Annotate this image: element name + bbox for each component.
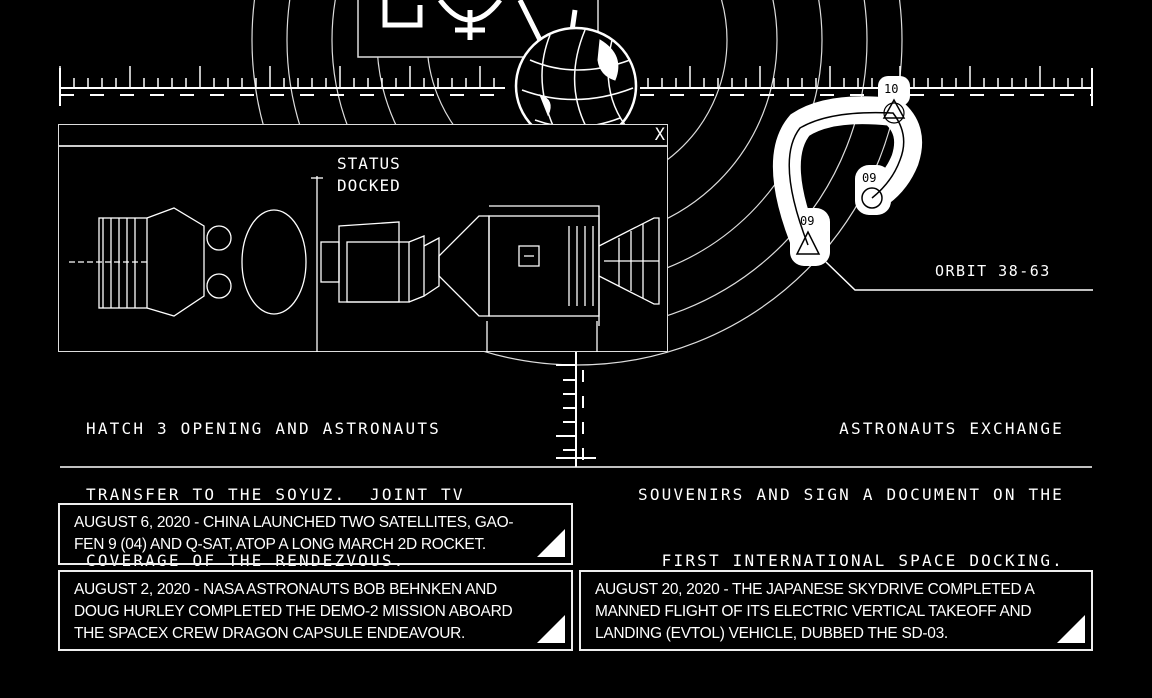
caption-right: ASTRONAUTS EXCHANGE SOUVENIRS AND SIGN A…: [638, 374, 1064, 594]
orbit-marker-label: 09: [800, 214, 815, 228]
news-item[interactable]: AUGUST 20, 2020 - THE JAPANESE SKYDRIVE …: [579, 570, 1093, 651]
timeline-ruler: [59, 66, 1093, 106]
status-label: STATUS: [337, 154, 401, 173]
news-text-line: FEN 9 (04) AND Q-SAT, ATOP A LONG MARCH …: [74, 536, 486, 553]
corner-triangle-icon: [537, 529, 565, 557]
caption-line: HATCH 3 OPENING AND ASTRONAUTS: [86, 419, 441, 438]
news-text-line: MANNED FLIGHT OF ITS ELECTRIC VERTICAL T…: [595, 603, 1032, 620]
news-text-line: LANDING (EVTOL) VEHICLE, DUBBED THE SD-0…: [595, 625, 948, 642]
news-text-line: AUGUST 6, 2020 - CHINA LAUNCHED TWO SATE…: [74, 514, 514, 531]
caption-line: SOUVENIRS AND SIGN A DOCUMENT ON THE: [638, 485, 1064, 504]
caption-line: ASTRONAUTS EXCHANGE: [839, 419, 1064, 438]
orbit-marker-label: 10: [884, 82, 899, 96]
window-title-bar[interactable]: X: [59, 125, 667, 147]
status-readout: STATUS DOCKED: [337, 153, 401, 197]
vertical-ruler: [556, 352, 596, 467]
caption-line: TRANSFER TO THE SOYUZ. JOINT TV: [86, 485, 465, 504]
news-item[interactable]: AUGUST 2, 2020 - NASA ASTRONAUTS BOB BEH…: [58, 570, 573, 651]
close-button[interactable]: X: [654, 125, 665, 145]
news-item[interactable]: AUGUST 6, 2020 - CHINA LAUNCHED TWO SATE…: [58, 503, 573, 565]
orbit-track: [772, 76, 1093, 291]
news-text-line: DOUG HURLEY COMPLETED THE DEMO-2 MISSION…: [74, 603, 513, 620]
caption-left: HATCH 3 OPENING AND ASTRONAUTS TRANSFER …: [86, 374, 465, 594]
status-value: DOCKED: [337, 176, 401, 195]
news-text-line: THE SPACEX CREW DRAGON CAPSULE ENDEAVOUR…: [74, 625, 466, 642]
news-text-line: AUGUST 20, 2020 - THE JAPANESE SKYDRIVE …: [595, 581, 1035, 598]
corner-triangle-icon: [1057, 615, 1085, 643]
spacecraft-window: X: [58, 124, 668, 352]
orbit-label: ORBIT 38-63: [935, 262, 1051, 280]
caption-line: FIRST INTERNATIONAL SPACE DOCKING.: [661, 551, 1064, 570]
orbit-marker-label: 09: [862, 171, 877, 185]
docked-spacecraft-diagram: [69, 176, 660, 352]
corner-triangle-icon: [537, 615, 565, 643]
news-text-line: AUGUST 2, 2020 - NASA ASTRONAUTS BOB BEH…: [74, 581, 497, 598]
caption-line: COVERAGE OF THE RENDEZVOUS.: [86, 551, 406, 570]
